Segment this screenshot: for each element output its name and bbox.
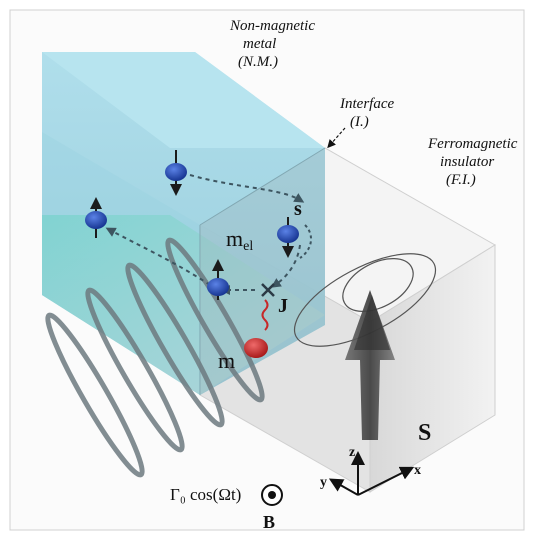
coordinate-axes <box>328 451 415 496</box>
label-m-el: mel <box>226 226 253 254</box>
large-spin-S-arrow <box>345 290 395 440</box>
label-J: J <box>278 295 288 317</box>
label-m-el-sub: el <box>243 239 253 254</box>
interface-label-line2: (I.) <box>350 114 369 130</box>
axis-y-label: y <box>320 475 327 490</box>
spin-current-path <box>105 174 312 295</box>
interface-label-line1: Interface <box>339 96 394 112</box>
nm-label-line2: metal <box>243 36 276 52</box>
electron-left <box>85 197 107 238</box>
label-S: S <box>418 420 431 446</box>
axis-x-label: x <box>414 463 421 478</box>
magnetization-m <box>244 338 268 358</box>
label-B: B <box>263 512 275 532</box>
label-s: s <box>294 198 302 220</box>
label-m: m <box>218 348 235 373</box>
interface-plane <box>200 148 325 395</box>
fi-label-line2: insulator <box>440 154 494 170</box>
interface-pointer-arrow <box>327 127 346 149</box>
fi-label: Ferromagnetic insulator (F.I.) <box>427 136 518 188</box>
nm-label-line1: Non-magnetic <box>229 18 315 34</box>
fi-label-line3: (F.I.) <box>446 172 476 188</box>
electron-s <box>277 217 299 258</box>
label-m-el-main: m <box>226 226 243 251</box>
exchange-coupling-J <box>261 283 275 331</box>
drive-field-loops <box>45 237 265 478</box>
axis-z-label: z <box>349 445 355 460</box>
fi-label-line1: Ferromagnetic <box>427 136 518 152</box>
nm-label-line3: (N.M.) <box>238 54 278 70</box>
electron-top <box>165 150 187 196</box>
nm-label: Non-magnetic metal (N.M.) <box>229 18 315 70</box>
interface-label: Interface (I.) <box>339 96 394 130</box>
b-field-symbol <box>261 484 283 506</box>
electron-m-el <box>207 259 229 300</box>
label-drive: Γ₀ cos(Ωt) <box>170 485 241 504</box>
